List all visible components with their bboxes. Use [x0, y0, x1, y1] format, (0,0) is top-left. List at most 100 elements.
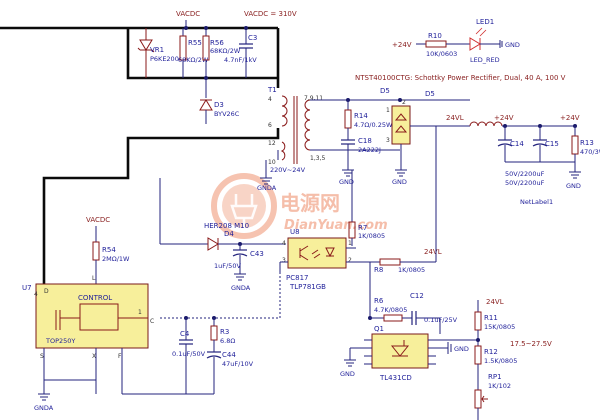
r7-val: 1K/0805	[358, 232, 385, 240]
aux-winding-gnd: GNDA	[257, 160, 277, 192]
r12-ref: R12	[484, 348, 498, 356]
d5-pin-1: 1	[386, 107, 390, 114]
r12-val: 1.5K/0805	[484, 357, 517, 365]
u8-pin-4: 4	[282, 240, 286, 247]
gnda-u7: GNDA	[34, 404, 54, 412]
u7-pin-c: C	[150, 318, 154, 325]
u7-val: TOP250Y	[45, 337, 75, 345]
voltage-divider: 24VL R11 15K/0805 17.5~27.5V R12 1.5K/08…	[474, 298, 552, 420]
d3-ref: D3	[214, 101, 224, 109]
v24l-label-2: 24VL	[424, 248, 442, 256]
r8-ref: R8	[374, 266, 383, 274]
c12-ref: C12	[410, 292, 424, 300]
p24v-out1-label: +24V	[494, 114, 514, 122]
u7-pin-x: X	[92, 353, 96, 360]
gnda-c43: GNDA	[231, 284, 251, 292]
u8-pin-3: 3	[282, 257, 286, 264]
u7-top250y: U7 D L CONTROL C TOP250Y S X F 4 1 GNDA	[22, 275, 154, 412]
r13-ref: R13	[580, 139, 594, 147]
t1-pin-4: 4	[268, 96, 272, 103]
r7-ref: R7	[358, 224, 367, 232]
c43-val: 1uF/50V	[214, 262, 241, 270]
gnd-d5: GND	[392, 178, 407, 186]
u7-pin-s: S	[40, 353, 44, 360]
d3-val: BYV26C	[214, 110, 240, 118]
r11-val: 15K/0805	[484, 323, 515, 331]
d5-pin-2: 2	[402, 99, 406, 106]
r3-ref: R3	[220, 328, 229, 336]
r55-val: 68KΩ/2W	[178, 56, 209, 64]
primary-power-path	[0, 26, 280, 300]
u7-num-4: 4	[34, 291, 38, 298]
d5-ref: D5	[380, 87, 390, 95]
r55-ref: R55	[188, 39, 202, 47]
c4-val: 0.1uF/50V	[172, 350, 206, 358]
r6-c12-feedback: R6 4.7K/0805 C12 0.1uF/25V	[368, 292, 458, 334]
c3-ref: C3	[248, 34, 257, 42]
q1-val: TL431CD	[379, 374, 412, 382]
rp1-ref: RP1	[488, 373, 502, 381]
d5-pin-3: 3	[386, 137, 390, 144]
u7-pin-l: L	[92, 275, 96, 282]
r56-resistor: R56 68KΩ/2W	[202, 28, 241, 78]
watermark: 电源网 DianYuan.com	[211, 173, 388, 239]
c4-ref: C4	[180, 330, 190, 338]
gnd-c18: GND	[339, 178, 354, 186]
u7-pin-f: F	[118, 353, 122, 360]
gnd-r13: GND	[566, 182, 581, 190]
c43-capacitor: C43 1uF/50V GNDA	[214, 244, 264, 292]
t1-pin-135: 1,3,5	[310, 155, 325, 162]
r10-val: 10K/0603	[426, 50, 457, 58]
cap-val-1: 50V/2200uF	[505, 170, 545, 178]
u7-control-label: CONTROL	[78, 294, 112, 302]
t1-pin-7911: 7,9,11	[304, 95, 323, 102]
c12-val: 0.1uF/25V	[424, 316, 458, 324]
r14-resistor: R14 4.7Ω/0.25W	[344, 100, 393, 140]
r56-val: 68KΩ/2W	[210, 47, 241, 55]
t1-transformer: T1 4 6 12 10 7,9,11 1,3,5 220V~24V	[267, 86, 325, 174]
c3-val: 4.7nF/1kV	[224, 56, 257, 64]
r6-ref: R6	[374, 297, 384, 305]
d5-schottky-rectifier: NTST40100CTG: Schottky Power Rectifier, …	[355, 74, 566, 186]
q1-pins-left	[364, 339, 372, 365]
t1-pin-12: 12	[268, 140, 276, 147]
v24l-label-1: 24VL	[446, 114, 464, 122]
cap-val-2: 50V/2200uF	[505, 179, 545, 187]
d3-diode: D3 BYV26C	[199, 78, 240, 124]
r14-ref: R14	[354, 112, 368, 120]
vr1-val: P6KE200	[150, 55, 179, 63]
r54-startup: VACDC R54 2MΩ/1W	[86, 216, 130, 284]
u8-ref: U8	[290, 228, 300, 236]
d4-diode: HER208 M10 D4	[159, 178, 286, 251]
r54-val: 2MΩ/1W	[102, 255, 130, 263]
r10-ref: R10	[428, 32, 442, 40]
r55-resistor: R55 68KΩ/2W	[178, 28, 209, 78]
watermark-cn: 电源网	[280, 191, 340, 215]
c18-capacitor: C18 2A222J GND	[339, 137, 381, 186]
c44-val: 47uF/10V	[222, 360, 254, 368]
range-label: 17.5~27.5V	[510, 340, 552, 348]
vr1-tvs-diode: VR1 P6KE200	[137, 28, 179, 78]
r56-ref: R56	[210, 39, 224, 47]
u7-pin-d: D	[44, 288, 49, 295]
c44-ref: C44	[222, 351, 236, 359]
u8-sub: TLP781GB	[289, 283, 326, 291]
c43-ref: C43	[250, 250, 264, 258]
c15-ref: C15	[545, 140, 559, 148]
t1-pin-10: 10	[268, 159, 276, 166]
gnd-q1-right: GND	[454, 345, 469, 353]
t1-ref: T1	[267, 86, 277, 94]
rp1-val: 1K/102	[488, 382, 511, 390]
vacdc-top-label: VACDC	[176, 10, 200, 18]
r11-ref: R11	[484, 314, 498, 322]
gnda-t1: GNDA	[257, 184, 277, 192]
r13-val: 470/3W	[580, 148, 600, 156]
r3-val: 6.8Ω	[220, 337, 235, 345]
c14-ref: C14	[510, 140, 524, 148]
led-indicator: +24V R10 10K/0603 GND LED1 LED_RED	[392, 18, 520, 64]
r8-val: 1K/0805	[398, 266, 425, 274]
u7-num-1: 1	[138, 309, 142, 316]
output-inductor: 24VL	[410, 114, 575, 230]
q1-ref: Q1	[374, 325, 384, 333]
